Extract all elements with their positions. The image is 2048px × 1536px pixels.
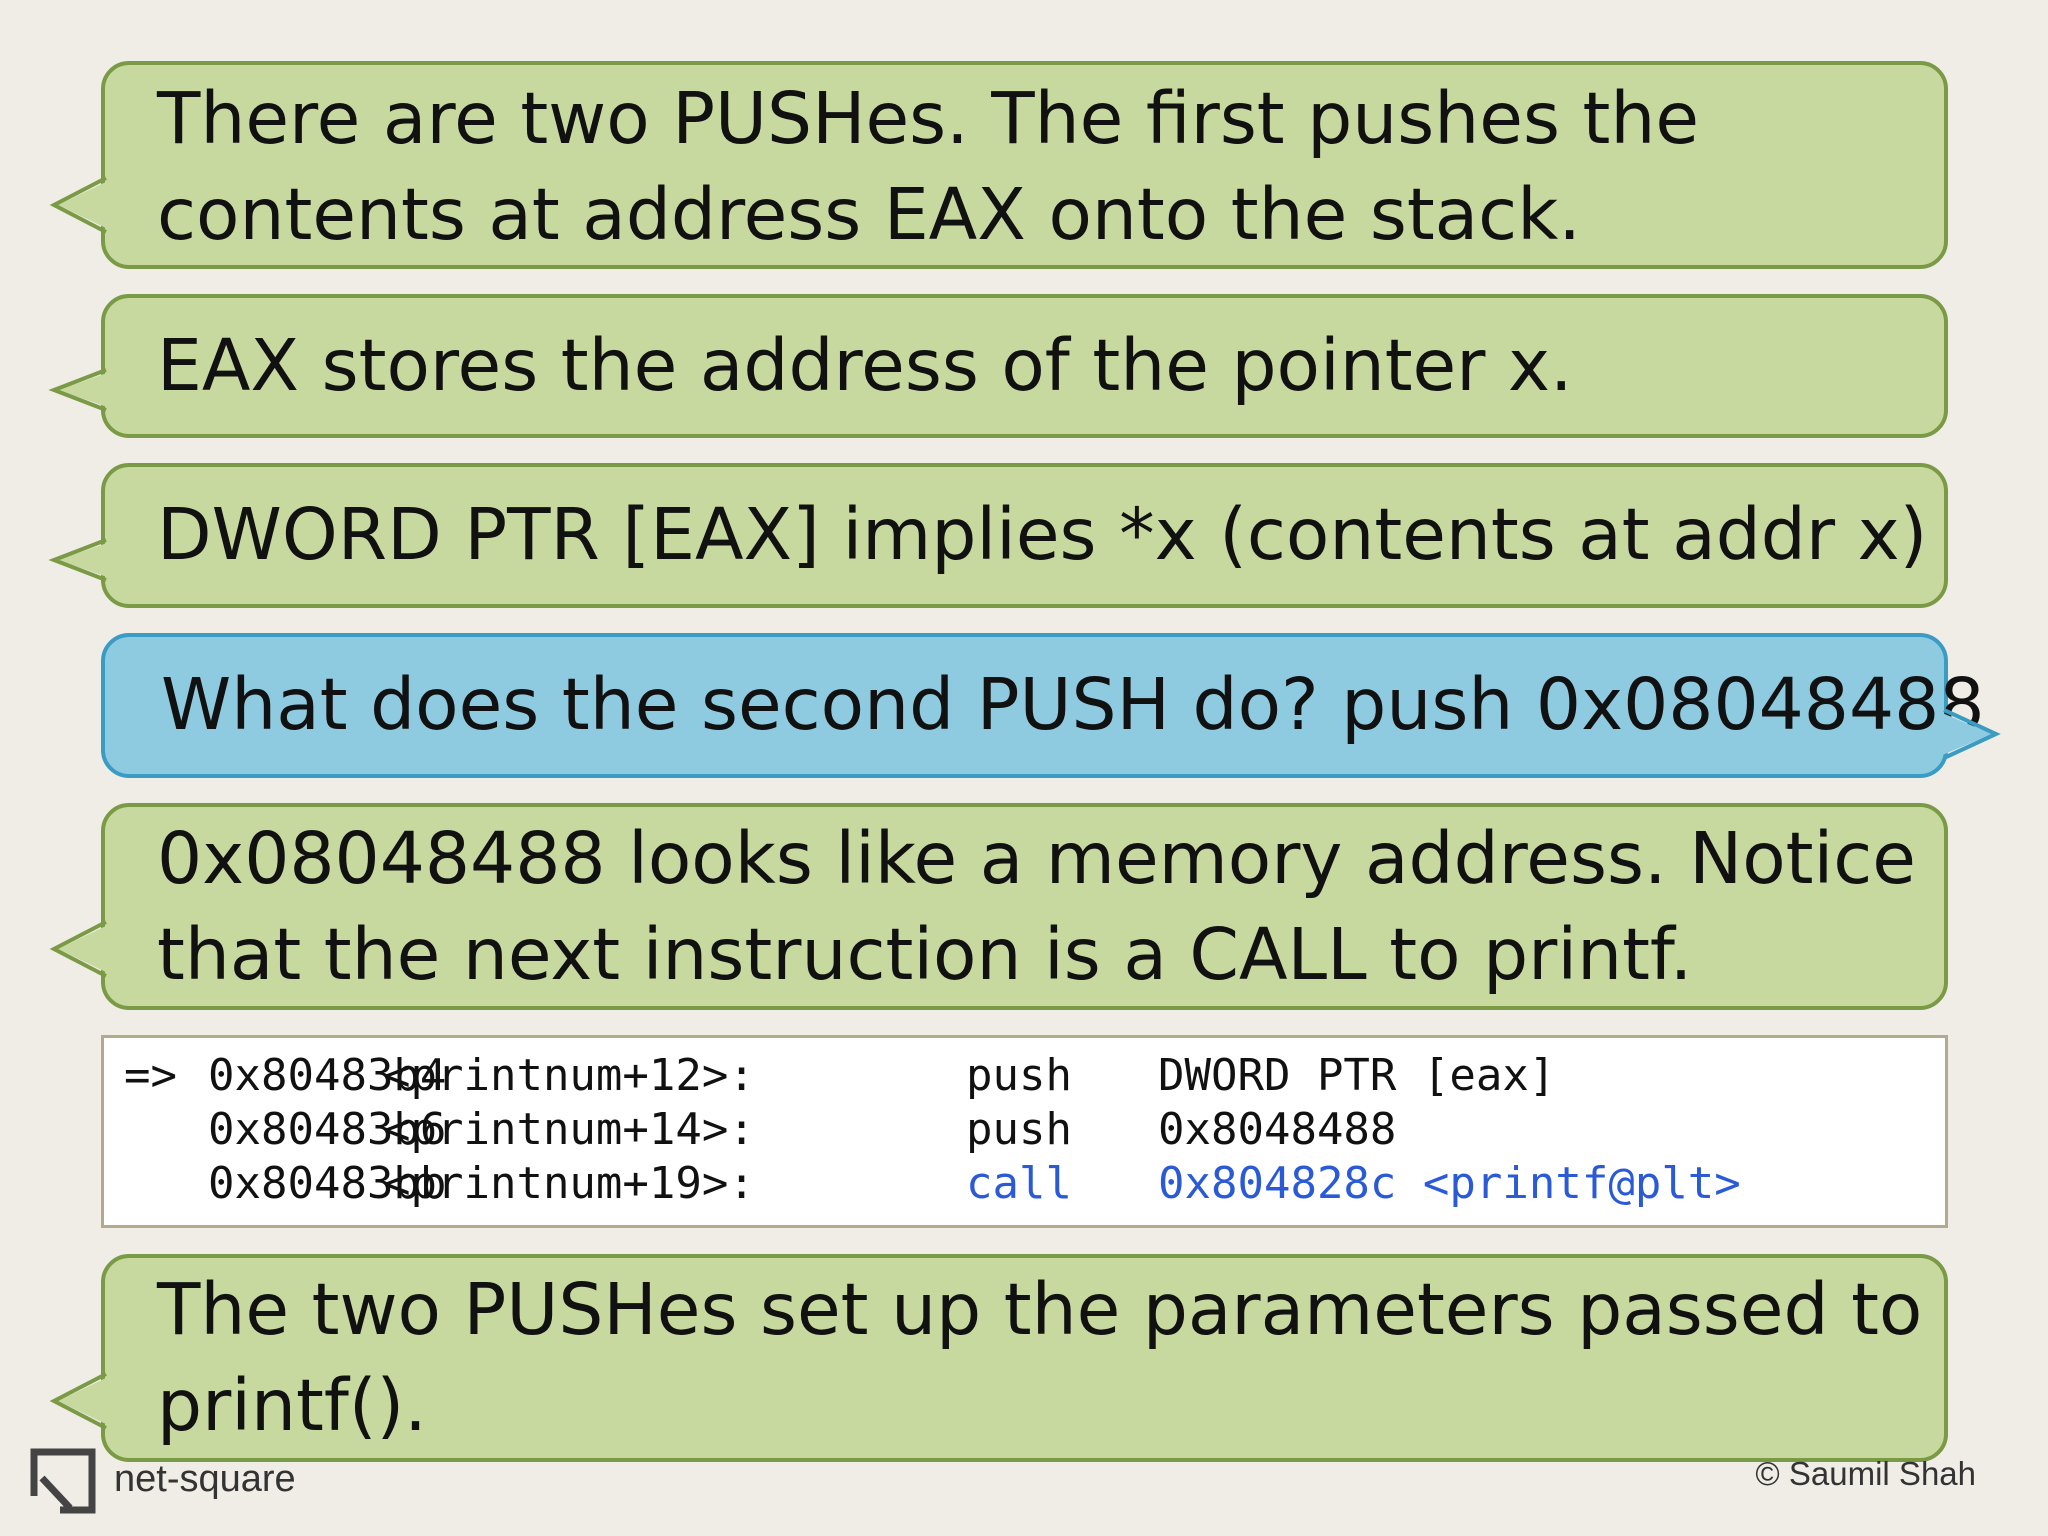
instruction-operand: DWORD PTR [eax]: [1158, 1050, 1556, 1101]
bubble-tail: [1940, 708, 2001, 760]
bubble-text-line: contents at address EAX onto the stack.: [157, 173, 1581, 256]
bubble-tail: [49, 176, 110, 234]
bubble-tail: [49, 1372, 110, 1430]
speech-bubble-parameters: The two PUSHes set up the parameters pas…: [101, 1254, 1948, 1462]
bubble-text-line: 0x08048488 looks like a memory address. …: [157, 817, 1916, 900]
code-row: 0x80483bb <printnum+19>: call 0x804828c …: [124, 1158, 1945, 1212]
instruction-address: 0x80483bb: [208, 1158, 447, 1209]
bubble-text-line: that the next instruction is a CALL to p…: [157, 913, 1693, 996]
code-row: => 0x80483b4 <printnum+12>: push DWORD P…: [124, 1050, 1945, 1104]
speech-bubble-two-pushes: There are two PUSHes. The first pushes t…: [101, 61, 1948, 269]
bubble-text-line: What does the second PUSH do? push 0x080…: [161, 663, 1985, 746]
instruction-symbol: <printnum+12>:: [384, 1050, 755, 1101]
bubble-text-line: DWORD PTR [EAX] implies *x (contents at …: [157, 493, 1928, 576]
instruction-symbol: <printnum+19>:: [384, 1158, 755, 1209]
speech-bubble-question: What does the second PUSH do? push 0x080…: [101, 633, 1985, 778]
bubble-tail: [49, 920, 110, 978]
brand-name: net-square: [114, 1458, 296, 1500]
bubble-tail: [48, 368, 110, 412]
bubble-text-line: There are two PUSHes. The first pushes t…: [157, 77, 1700, 160]
author-credit: © Saumil Shah: [1755, 1455, 1976, 1492]
instruction-operand: 0x804828c <printf@plt>: [1158, 1158, 1741, 1209]
instruction-opcode: call: [966, 1158, 1072, 1209]
code-row: 0x80483b6 <printnum+14>: push 0x8048488: [124, 1104, 1945, 1158]
speech-bubble-eax-pointer: EAX stores the address of the pointer x.: [101, 294, 1948, 438]
bubble-text-line: EAX stores the address of the pointer x.: [157, 324, 1573, 407]
instruction-opcode: push: [966, 1050, 1072, 1101]
current-instruction-marker: =>: [124, 1050, 177, 1101]
instruction-operand: 0x8048488: [1158, 1104, 1397, 1155]
disassembly-listing: => 0x80483b4 <printnum+12>: push DWORD P…: [101, 1035, 1948, 1228]
bubble-text-line: The two PUSHes set up the parameters pas…: [157, 1268, 1923, 1351]
bubble-text-line: printf().: [157, 1364, 427, 1447]
speech-bubble-memory-address: 0x08048488 looks like a memory address. …: [101, 803, 1948, 1010]
instruction-address: 0x80483b4: [208, 1050, 447, 1101]
net-square-logo-icon: [30, 1448, 96, 1514]
instruction-symbol: <printnum+14>:: [384, 1104, 755, 1155]
instruction-address: 0x80483b6: [208, 1104, 447, 1155]
instruction-opcode: push: [966, 1104, 1072, 1155]
speech-bubble-dword-ptr: DWORD PTR [EAX] implies *x (contents at …: [101, 463, 1948, 608]
bubble-tail: [48, 538, 110, 582]
